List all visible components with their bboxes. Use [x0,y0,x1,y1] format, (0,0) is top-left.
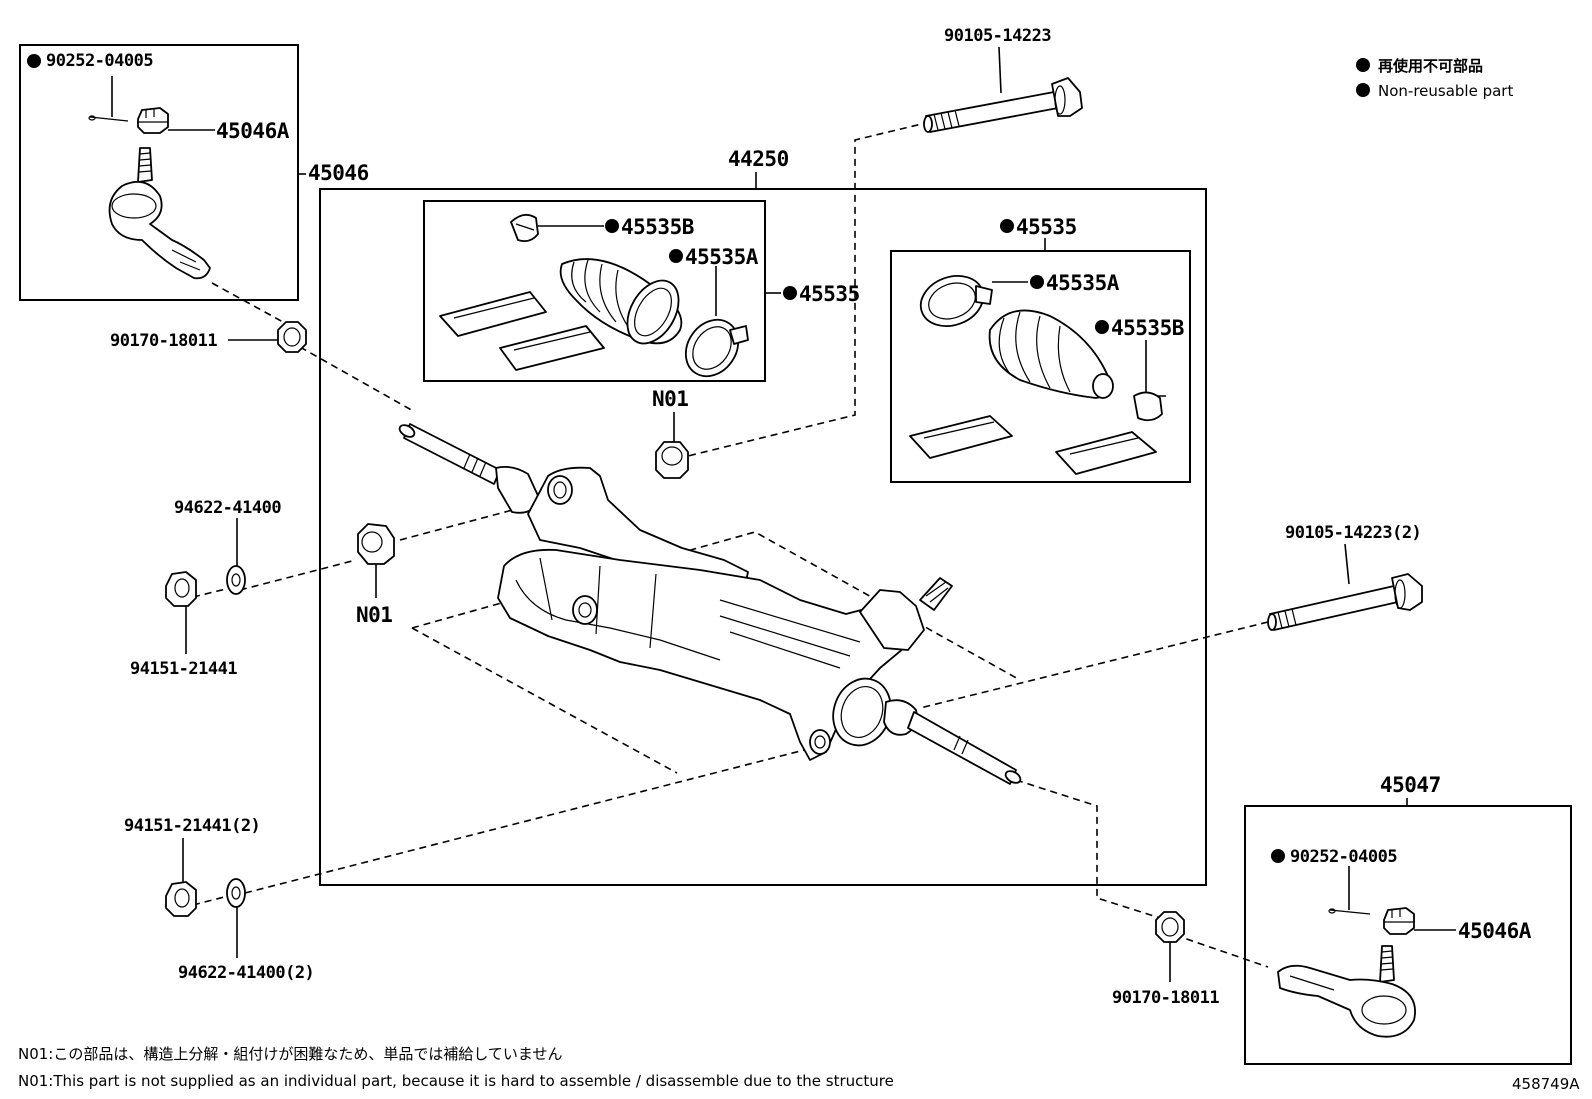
boot-kit-box-right [890,250,1191,483]
part-label-45046: 45046 [308,161,369,185]
figure-id: 458749A [1512,1075,1580,1093]
bolt-90105-14223-right: 90105-14223(2) [1267,523,1423,631]
washer-icon [226,878,246,908]
footnotes: N01:この部品は、構造上分解・組付けが困難なため、単品では補給していません N… [18,1045,1580,1093]
castle-nut-icon [137,107,169,134]
assembly-dashed-lines [192,121,1269,968]
boot-kit-box-left [423,200,766,382]
fasteners-left-lower: 94151-21441(2) 94622-41400(2) [124,816,315,983]
grease-packet-icon [439,291,547,337]
grease-packet-icon [1055,431,1157,475]
bellows-boot-icon [559,258,683,345]
non-reusable-dot-icon [1356,58,1370,72]
flange-bolt-icon [1267,573,1423,631]
legend-english: Non-reusable part [1378,82,1513,100]
nut-90170-18011-top: 90170-18011 [110,321,307,353]
boot-clip-icon [1133,391,1163,422]
tie-rod-end-box-top-left [19,44,299,301]
boot-kit-left: 45535B 45535A 45535 [439,213,860,378]
castle-nut-icon [1383,907,1415,935]
nut-90170-18011-bottom: 90170-18011 [1112,911,1220,1008]
bushing-n01-left: N01 [356,523,395,627]
part-label-45535A: 45535A [685,245,759,269]
part-label-45047: 45047 [1380,773,1441,797]
part-label-90170-18011: 90170-18011 [1112,988,1219,1008]
part-label-45535B: 45535B [1111,316,1184,340]
part-label-45535: 45535 [799,282,860,306]
flange-nut-icon [165,881,197,917]
part-label-45046A: 45046A [216,119,290,143]
flange-bolt-icon [923,77,1083,133]
cotter-pin-icon [89,116,129,122]
band-clamp-icon [919,275,993,327]
part-label-94151-21441: 94151-21441 [130,659,237,679]
rubber-bushing-icon [357,523,395,565]
tie-rod-end-top-left: 90252-04005 45046A 45046 [27,51,369,280]
tie-rod-end-icon [1277,945,1416,1038]
hex-nut-icon [1155,911,1185,943]
part-label-94151-21441-qty2: 94151-21441(2) [124,816,260,836]
footnote-japanese: N01:この部品は、構造上分解・組付けが困難なため、単品では補給していません [18,1045,562,1063]
part-label-90105-14223-qty2: 90105-14223(2) [1285,523,1421,543]
part-label-44250: 44250 [728,147,789,171]
band-clamp-icon [684,318,749,378]
bolt-90105-14223-top: 90105-14223 [923,26,1083,133]
footnote-english: N01:This part is not supplied as an indi… [18,1072,894,1090]
tie-rod-end-icon [108,147,211,280]
steering-gear-assembly-box [319,188,1207,886]
boot-clip-icon [510,213,539,243]
part-label-90252-04005: 90252-04005 [1290,847,1397,867]
part-label-N01: N01 [652,387,688,411]
tie-rod-end-bottom-right: 45047 90252-04005 45046A [1271,773,1532,1038]
part-label-45046A: 45046A [1458,919,1532,943]
steering-gear-housing-icon [398,423,1022,785]
grease-packet-icon [499,325,605,371]
part-label-90252-04005: 90252-04005 [46,51,153,71]
part-label-90105-14223: 90105-14223 [944,26,1051,46]
fasteners-left-upper: 94622-41400 94151-21441 [130,498,282,679]
boot-kit-right: 45535 45535A 45535B [909,215,1184,475]
part-label-94622-41400: 94622-41400 [174,498,281,518]
bushing-n01-top: N01 [652,387,689,479]
cotter-pin-icon [1329,909,1371,915]
gear-assembly-label: 44250 [728,147,789,189]
part-label-N01: N01 [356,603,392,627]
grease-packet-icon [909,415,1013,459]
part-label-45535A: 45535A [1046,271,1120,295]
tie-rod-end-box-bottom-right [1244,805,1572,1065]
part-label-94622-41400-qty2: 94622-41400(2) [178,963,314,983]
flange-nut-icon [165,571,197,607]
non-reusable-dot-icon [1356,83,1370,97]
legend-japanese: 再使用不可部品 [1378,57,1483,75]
washer-icon [226,565,246,595]
part-label-90170-18011: 90170-18011 [110,331,217,351]
part-label-45535B: 45535B [621,215,694,239]
bellows-boot-icon [988,309,1114,399]
hex-nut-icon [277,321,307,353]
legend: 再使用不可部品 Non-reusable part [1356,57,1513,100]
part-label-45535: 45535 [1016,215,1077,239]
